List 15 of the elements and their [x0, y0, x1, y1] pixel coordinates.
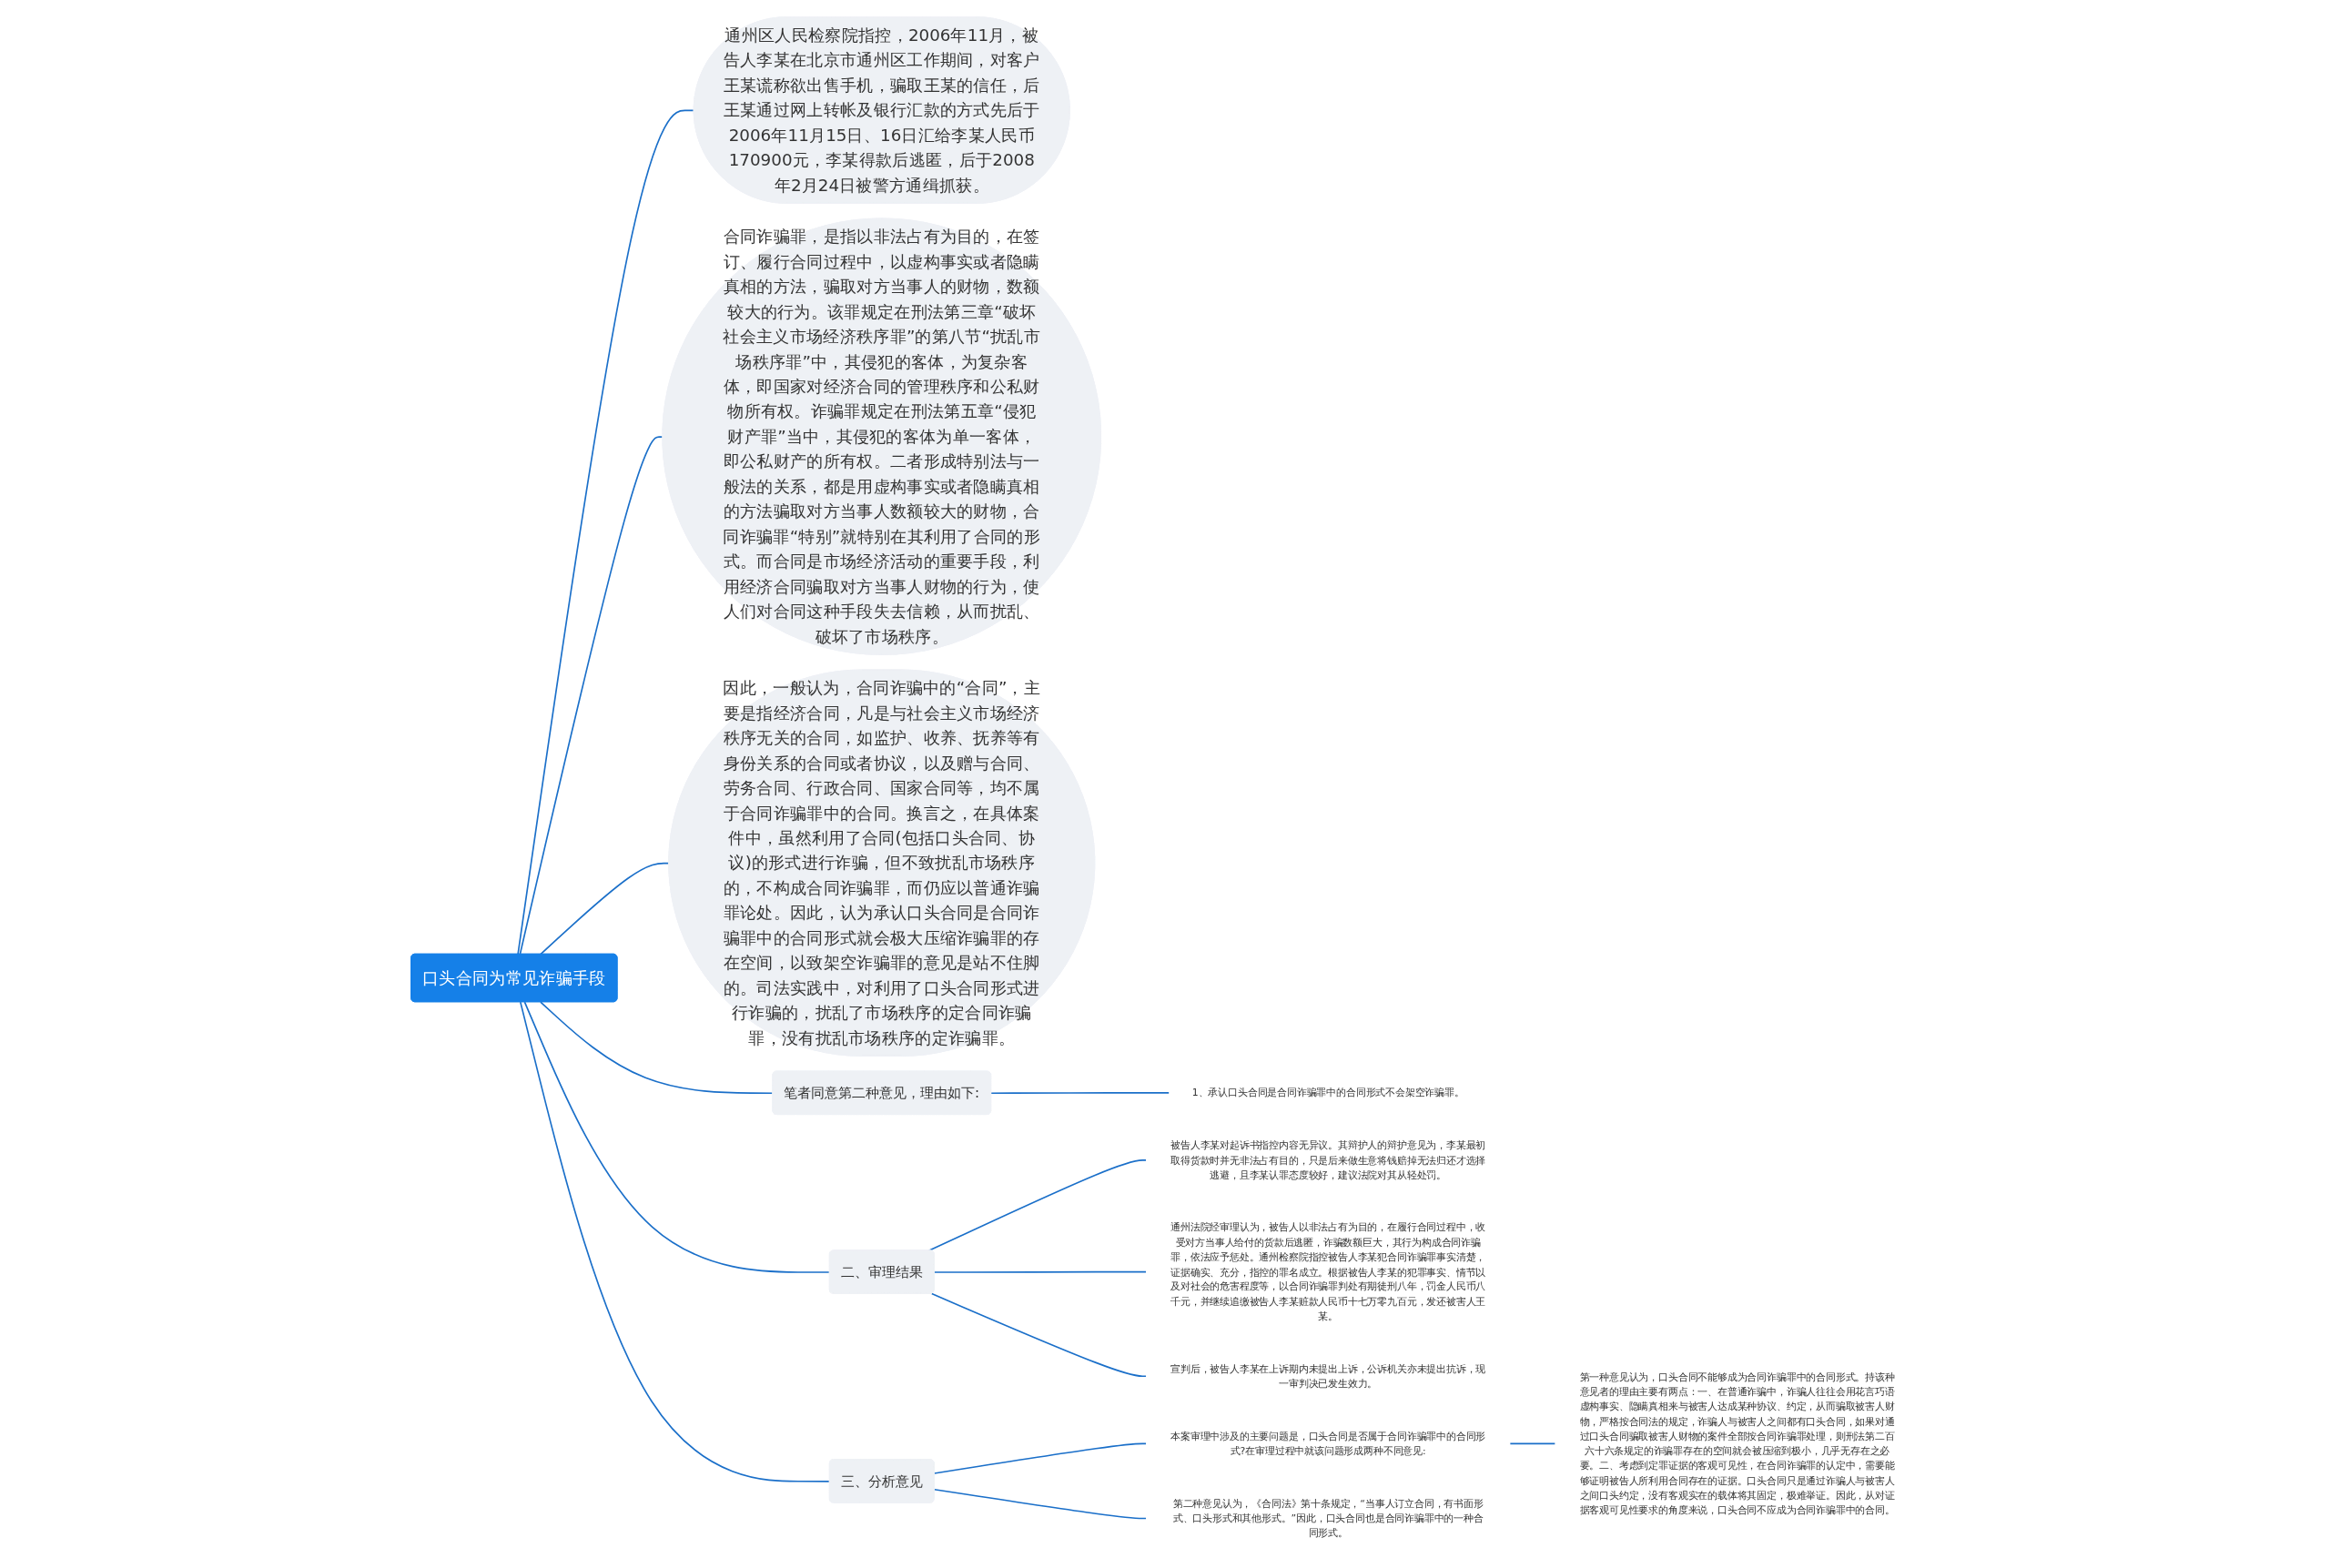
node-text: 第一种意见认为，口头合同不能够成为合同诈骗罪中的合同形式。持该种意见者的理由主要有两点：一、在普通诈骗中，诈骗人往往会用花言巧语虚构事实、隐瞒真相来与被害人达成某种协议、约定，从而骗取被害人财物，严格按合同法的规定，诈骗人与被害人之间都有口头合同，如果对通过口头合同骗取被害人财物的案件全部按合同诈骗罪处理，则刑法第二百六十六条规定的诈骗罪存在的空间就会被压缩到极小，几乎无存在之必要。二、考虑到定罪证据的客观可见性，在合同诈骗罪的认定中，需要能够证明被告人所利用合同存在的证据。口头合同只是通过诈骗人与被害人之间口头约定，没有客观实在的载体将其固定，极难举证。因此，从对证据客观可见性要求的角度来说，口头合同不应成为合同诈骗罪中的合同。: [1579, 1371, 1895, 1515]
node-text: 宣判后，被告人李某在上诉期内未提出上诉，公诉机关亦未提出抗诉，现一审判决已发生效力。: [1170, 1362, 1486, 1389]
connector: [990, 1091, 1170, 1094]
node-text: 第二种意见认为，《合同法》第十条规定，“当事人订立合同，有书面形式、口头形式和其他形式。”因此，口头合同也是合同诈骗罪中的一种合同形式。: [1172, 1497, 1484, 1539]
connector: [523, 1000, 831, 1273]
connector: [519, 1000, 831, 1482]
connector: [933, 1270, 1148, 1273]
node-text: 被告人李某对起诉书指控内容无异议。其辩护人的辩护意见为，李某最初取得货款时并无非法占有目的，只是后来做生意将钱赔掉无法归还才选择逃避，且李某认罪态度较好，建议法院对其从轻处罚。: [1170, 1138, 1486, 1180]
node-text: 通州法院经审理认为，被告人以非法占有为目的，在履行合同过程中，收受对方当事人给付的货款后逃匿，诈骗数额巨大，其行为构成合同诈骗罪，依法应予惩处。通州检察院指控被告人李某犯合同诈骗罪事实清楚，证据确实、充分，指控的罪名成立。根据被告人李某的犯罪事实、情节以及对社会的危害程度等，以合同诈骗罪判处有期徒刑八年，罚金人民币八千元，并继续追缴被告人李某赃款人民币十七万零九百元，发还被害人王某。: [1170, 1220, 1486, 1321]
connector: [1509, 1442, 1556, 1444]
node-text: 本案审理中涉及的主要问题是，口头合同是否属于合同诈骗罪中的合同形式?在审理过程中就该问题形成两种不同意见:: [1170, 1430, 1486, 1456]
node-text: 1、承认口头合同是合同诈骗罪中的合同形式不会架空诈骗罪。: [1191, 1086, 1464, 1098]
connector: [933, 1488, 1148, 1519]
connector: [930, 1292, 1148, 1377]
connector: [933, 1442, 1148, 1474]
